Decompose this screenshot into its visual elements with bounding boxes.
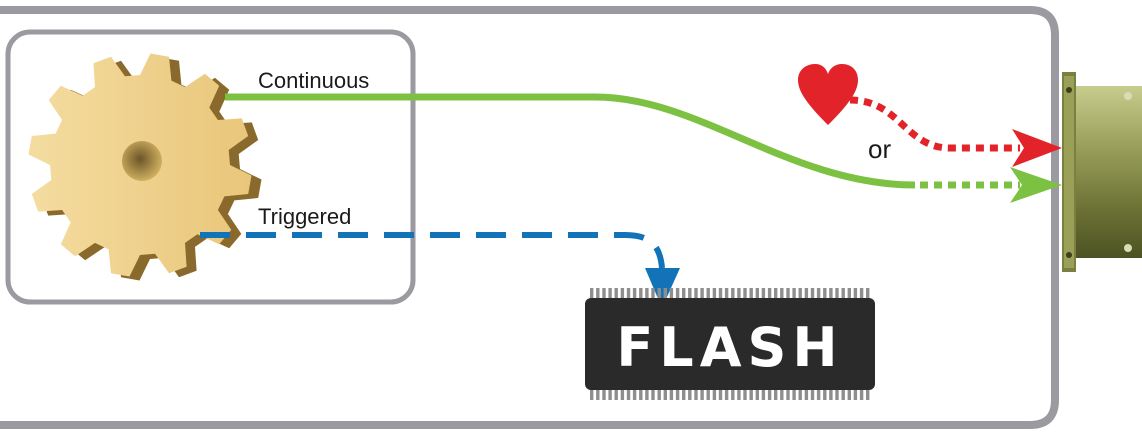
- alert-dotted-line: [849, 96, 1020, 152]
- continuous-line: [225, 93, 916, 189]
- continuous-label: Continuous: [258, 68, 369, 93]
- heart-icon: [798, 64, 858, 125]
- triggered-line: [200, 232, 665, 269]
- flash-label: FLASH: [616, 316, 843, 379]
- alert-arrowhead: [1012, 129, 1062, 167]
- triggered-label: Triggered: [258, 204, 351, 229]
- gear-icon: [28, 53, 262, 281]
- connector-icon: [1062, 72, 1142, 272]
- flash-chip-icon: [585, 288, 875, 400]
- triggered-arrowhead: [645, 268, 680, 308]
- or-label: or: [868, 134, 891, 164]
- continuous-arrowhead: [1010, 167, 1062, 203]
